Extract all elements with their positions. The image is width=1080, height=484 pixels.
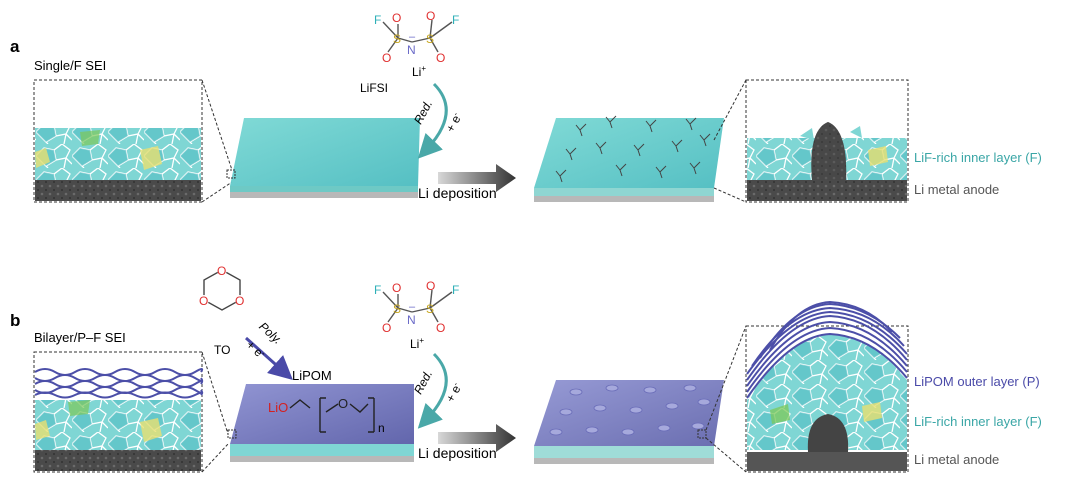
panel-a: a Single/F SEI (10, 9, 1042, 203)
fsi-b-f-right: F (452, 283, 459, 297)
fsi-a-o3: O (426, 9, 435, 23)
fsi-a-n: N (407, 43, 416, 57)
to-o3: O (235, 294, 244, 308)
panel-a-title: Single/F SEI (34, 58, 106, 73)
panel-b-title: Bilayer/P–F SEI (34, 330, 126, 345)
fsi-b-f-left: F (374, 283, 381, 297)
panel-a-left-inset (33, 79, 233, 203)
panel-a-label-anode: Li metal anode (914, 182, 999, 197)
panel-b-label-lipom: LiPOM outer layer (P) (914, 374, 1040, 389)
polymer-n: n (378, 421, 385, 435)
panel-a-deposition-label: Li deposition (418, 185, 497, 201)
panel-b-poly-electron: + e- (244, 338, 268, 362)
panel-a-red-label: Red. (411, 98, 435, 127)
panel-b-deposition-arrow: Li deposition (418, 424, 516, 461)
fsi-b-charge: – (409, 301, 416, 313)
fsi-a-o1: O (392, 11, 401, 25)
panel-b-slab-initial: LiO O n (227, 384, 414, 462)
fsi-a-o2: O (382, 51, 391, 65)
panel-a-deposition-arrow: Li deposition (418, 164, 516, 201)
polymer-oxygen: O (338, 396, 348, 411)
panel-b-left-inset (33, 351, 229, 473)
panel-b-deposition-label: Li deposition (418, 445, 497, 461)
fsi-a-charge: – (409, 31, 416, 43)
panel-a-letter: a (10, 37, 20, 56)
fsi-b-n: N (407, 313, 416, 327)
fsi-a-o4: O (436, 51, 445, 65)
panel-b-letter: b (10, 311, 20, 330)
fsi-a-s-left: S (393, 32, 401, 46)
fsi-a-s-right: S (426, 32, 434, 46)
fsi-molecule-a: F F S S N – O O O O Li+ LiFSI (360, 9, 459, 95)
to-o2: O (199, 294, 208, 308)
fsi-b-o2: O (382, 321, 391, 335)
fsi-a-f-right: F (452, 13, 459, 27)
panel-a-label-lif: LiF-rich inner layer (F) (914, 150, 1042, 165)
panel-b-reduction-arrow: Red. + e- (411, 352, 464, 429)
fsi-b-s-right: S (426, 302, 434, 316)
panel-b-poly-arrow: Poly. + e- LiPOM (244, 319, 332, 383)
panel-b-right-inset (745, 300, 909, 473)
panel-a-slab-dendrites (534, 79, 747, 203)
to-o1: O (217, 264, 226, 278)
panel-b: b Bilayer/P–F SEI O (10, 264, 1042, 473)
fsi-b-cation: Li+ (410, 336, 424, 351)
fsi-a-f-left: F (374, 13, 381, 27)
fsi-b-o1: O (392, 281, 401, 295)
fsi-b-s-left: S (393, 302, 401, 316)
panel-b-polymer-name: LiPOM (292, 368, 332, 383)
fsi-b-o3: O (426, 279, 435, 293)
panel-a-right-inset (745, 79, 909, 203)
panel-a-salt-name: LiFSI (360, 81, 388, 95)
panel-b-label-anode: Li metal anode (914, 452, 999, 467)
panel-b-monomer-name: TO (214, 343, 230, 357)
panel-b-poly-label: Poly. (256, 319, 285, 347)
fsi-molecule-b: F F S S N – O O O O Li+ (374, 279, 459, 351)
panel-a-slab-initial (226, 118, 420, 198)
polymer-end-group: LiO (268, 400, 288, 415)
fsi-a-cation: Li+ (412, 64, 426, 79)
panel-b-slab-domes (534, 325, 747, 473)
panel-b-label-lif: LiF-rich inner layer (F) (914, 414, 1042, 429)
panel-b-red-label: Red. (411, 368, 435, 397)
to-molecule: O O O TO (199, 264, 245, 357)
fsi-b-o4: O (436, 321, 445, 335)
